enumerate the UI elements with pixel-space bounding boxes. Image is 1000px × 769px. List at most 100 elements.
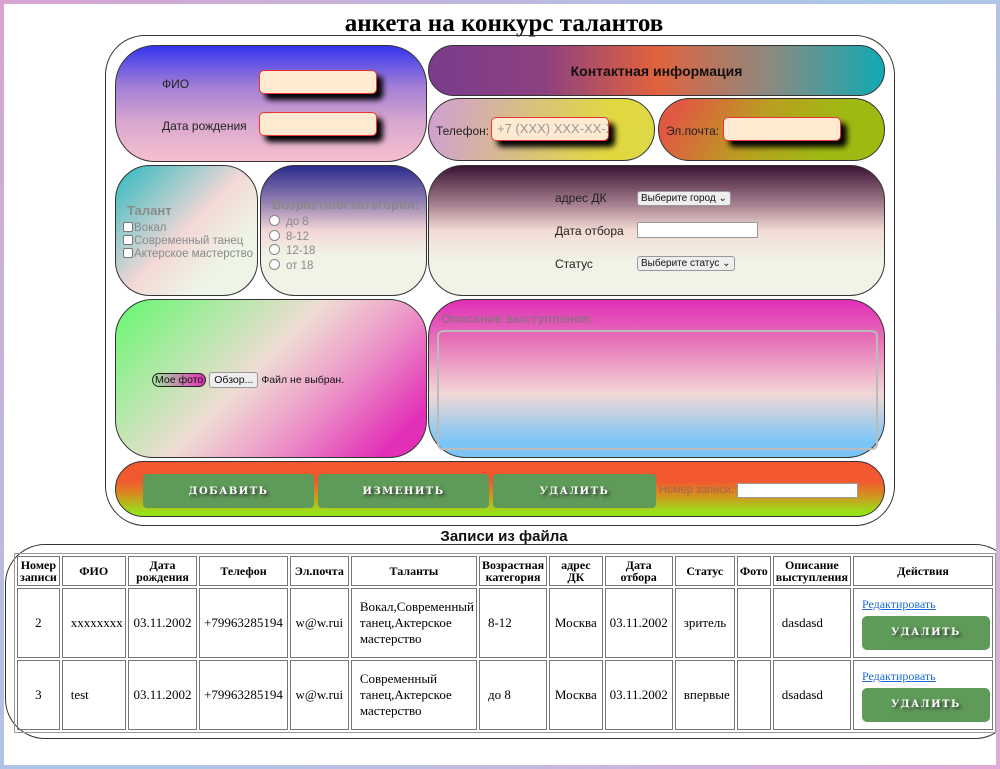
talent-title: Талант xyxy=(127,203,172,218)
column-header: Дата рождения xyxy=(127,556,198,586)
fio-input[interactable] xyxy=(259,70,377,94)
talent-section: Талант Вокал Современный танец Актерское… xyxy=(115,165,258,296)
page: анкета на конкурс талантов ФИО Дата рожд… xyxy=(4,4,996,765)
cell-photo xyxy=(736,660,771,730)
age-option[interactable]: 12-18 xyxy=(269,244,315,259)
cell-email: w@w.rui xyxy=(289,660,349,730)
description-label: Описание выступления: xyxy=(441,312,594,326)
cell-birth: 03.11.2002 xyxy=(127,660,198,730)
option-label: Современный танец xyxy=(134,235,244,247)
cell-fio: test xyxy=(61,660,126,730)
record-number-label: Номер записи: xyxy=(659,484,734,496)
delete-button[interactable]: УДАЛИТЬ xyxy=(493,474,656,508)
dk-label: адрес ДК xyxy=(555,191,607,205)
address-section: адрес ДК Выберите город ⌄ Дата отбора Ст… xyxy=(428,165,885,296)
cell-photo xyxy=(736,588,771,658)
column-header: Таланты xyxy=(350,556,477,586)
cell-talents: Современный танец,Актерское мастерство xyxy=(350,660,477,730)
description-textarea[interactable] xyxy=(437,330,878,450)
radio[interactable] xyxy=(269,244,280,255)
checkbox[interactable] xyxy=(123,222,133,232)
browse-button[interactable]: Обзор... xyxy=(209,372,259,388)
contact-header-text: Контактная информация xyxy=(570,62,743,79)
cell-fio: xxxxxxxx xyxy=(61,588,126,658)
contact-header: Контактная информация xyxy=(428,45,885,96)
column-header: Телефон xyxy=(199,556,288,586)
column-header: Действия xyxy=(852,556,993,586)
option-label: Вокал xyxy=(134,222,167,234)
cell-desc: dsadasd xyxy=(772,660,851,730)
cell-age: 8-12 xyxy=(478,588,548,658)
option-label: до 8 xyxy=(286,216,309,228)
record-number-input[interactable] xyxy=(737,483,858,498)
option-label: 12-18 xyxy=(286,245,316,257)
checkbox[interactable] xyxy=(123,235,133,245)
talent-option-acting[interactable]: Актерское мастерство xyxy=(123,248,253,261)
column-header: адрес ДК xyxy=(549,556,603,586)
chevron-down-icon: ⌄ xyxy=(718,193,727,204)
column-header: ФИО xyxy=(61,556,126,586)
email-section: Эл.почта: xyxy=(658,98,885,161)
city-select[interactable]: Выберите город ⌄ xyxy=(637,191,731,206)
talent-option-dance[interactable]: Современный танец xyxy=(123,235,253,248)
status-select[interactable]: Выберите статус ⌄ xyxy=(637,256,735,271)
cell-email: w@w.rui xyxy=(289,588,349,658)
cell-dk: Москва xyxy=(549,588,603,658)
row-delete-button[interactable]: УДАЛИТЬ xyxy=(861,687,990,722)
age-section: Возрастная категория: до 8 8-12 12-18 от… xyxy=(260,165,427,296)
column-header: Фото xyxy=(736,556,771,586)
option-label: 8-12 xyxy=(286,230,310,243)
column-header: Эл.почта xyxy=(289,556,349,586)
row-delete-button[interactable]: УДАЛИТЬ xyxy=(861,615,990,650)
phone-section: Телефон: +7 (XXX) XXX-XX-X0 xyxy=(428,98,655,161)
cell-date: 03.11.2002 xyxy=(604,588,673,658)
cell-birth: 03.11.2002 xyxy=(127,588,198,658)
email-label: Эл.почта: xyxy=(666,124,720,138)
records-title: Записи из файла xyxy=(440,528,568,545)
age-option[interactable]: 8-12 xyxy=(269,229,315,245)
checkbox[interactable] xyxy=(123,248,133,258)
photo-label: Мое фото xyxy=(152,373,207,387)
cell-status: впервые xyxy=(674,660,735,730)
add-button[interactable]: ДОБАВИТЬ xyxy=(143,474,314,508)
status-label: Статус xyxy=(555,257,593,271)
phone-input[interactable]: +7 (XXX) XXX-XX-X0 xyxy=(491,117,609,141)
radio[interactable] xyxy=(269,215,280,226)
selection-date-label: Дата отбора xyxy=(555,224,624,238)
birth-date-input[interactable] xyxy=(259,112,377,136)
cell-phone: +79963285194 xyxy=(199,660,288,730)
file-status: Файл не выбран. xyxy=(261,374,345,386)
cell-age: до 8 xyxy=(478,660,548,730)
column-header: Возрастная категория xyxy=(478,556,548,586)
birth-date-label: Дата рождения xyxy=(162,119,247,133)
city-select-value: Выберите город xyxy=(641,193,716,204)
application-form xyxy=(105,35,895,526)
cell-id: 3 xyxy=(17,660,60,730)
option-label: от 18 xyxy=(286,259,314,272)
description-section: Описание выступления: xyxy=(428,299,885,458)
cell-status: зритель xyxy=(674,588,735,658)
selection-date-input[interactable] xyxy=(637,222,758,238)
radio[interactable] xyxy=(269,258,280,270)
age-option[interactable]: до 8 xyxy=(269,215,315,230)
edit-link[interactable]: Редактировать xyxy=(861,668,936,683)
cell-id: 2 xyxy=(17,588,60,658)
age-title: Возрастная категория: xyxy=(272,197,420,212)
talent-option-vocal[interactable]: Вокал xyxy=(123,222,253,235)
option-label: Актерское мастерство xyxy=(134,248,254,260)
phone-label: Телефон: xyxy=(436,124,490,138)
status-select-value: Выберите статус xyxy=(641,258,720,269)
column-header: Номер записи xyxy=(17,556,60,586)
email-input[interactable] xyxy=(723,117,841,141)
edit-button[interactable]: ИЗМЕНИТЬ xyxy=(318,474,489,508)
edit-link[interactable]: Редактировать xyxy=(861,596,936,611)
age-option[interactable]: от 18 xyxy=(269,258,315,274)
records-container xyxy=(5,544,996,739)
radio[interactable] xyxy=(269,229,280,241)
personal-section: ФИО Дата рождения xyxy=(115,45,427,162)
page-title: анкета на конкурс талантов xyxy=(344,10,664,37)
